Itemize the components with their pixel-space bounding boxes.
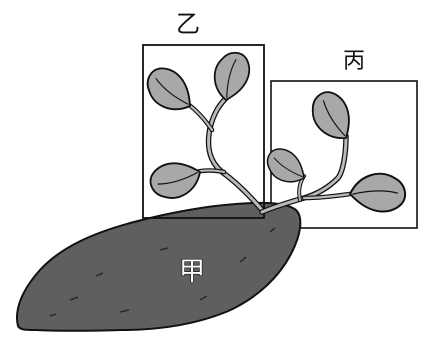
label-box-right: 丙 bbox=[343, 49, 365, 74]
leaf-left-top-right bbox=[207, 48, 255, 105]
tuber bbox=[17, 203, 300, 331]
label-tuber: 甲 bbox=[179, 257, 205, 287]
leaf-left-bottom bbox=[148, 159, 204, 202]
leaf-left-top bbox=[139, 61, 199, 121]
label-box-left: 乙 bbox=[176, 10, 200, 38]
